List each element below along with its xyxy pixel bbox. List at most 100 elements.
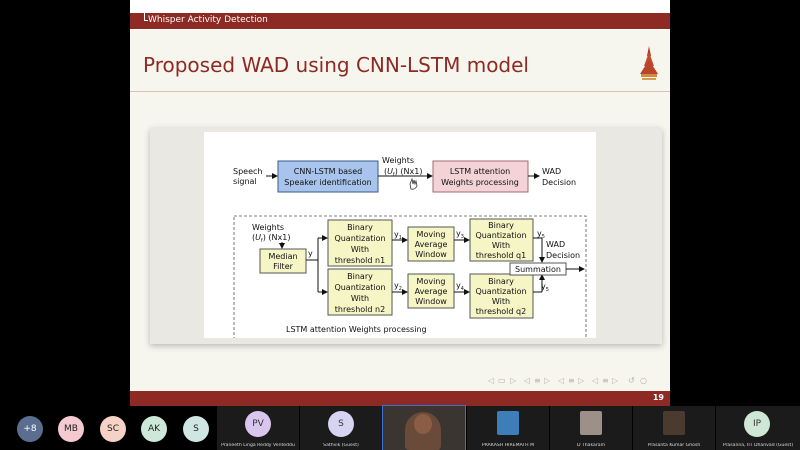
nav-doc-next-icon[interactable]: ▷ [612,376,619,385]
signal-y4-label: y4 [456,281,464,292]
title-divider [130,91,670,92]
maw1-line3: Window [415,250,447,259]
block-diagram-svg: Speech signal CNN-LSTM based Speaker ide… [233,156,587,338]
participant-tile-prasanta[interactable]: Prasanta Kumar Ghosh [633,406,715,450]
participant-avatar-ak[interactable]: AK [141,416,167,442]
participant-name: Sathvik (Guest) [323,443,359,448]
maw1-line2: Average [415,240,448,249]
participant-photo [497,411,519,435]
participant-photo [663,411,685,435]
maw2-line2: Average [415,287,448,296]
bq-q2-line1: Binary [488,277,514,286]
median-filter-label-2: Filter [273,262,294,271]
participant-tile-speaker-video[interactable] [382,405,466,450]
participant-name: PRAKASH HIREMATH M [481,443,535,448]
bq-n2-line3: With [351,294,369,303]
binary-quantization-n1-box [327,219,393,267]
institute-logo-icon [640,46,658,80]
nav-subsection-next-icon[interactable]: ▷ [544,376,551,385]
participant-name: Praneeth Linga Reddy Venteddu [221,443,295,448]
nav-doc-prev-icon[interactable]: ◁ [592,376,599,385]
nav-zoom-icon[interactable]: ○ [640,376,647,385]
bq-n1-line2: Quantization [334,234,385,243]
bq-n1-line1: Binary [347,223,373,232]
lstm-attention-label-2: Weights processing [441,178,519,187]
maw1-line1: Moving [417,230,446,239]
median-filter-label: Median [268,252,297,261]
participant-avatar-mb[interactable]: MB [58,416,84,442]
bq-q2-line4: threshold q2 [476,307,526,316]
nav-subsection-prev-icon[interactable]: ◁ [524,376,531,385]
participant-name: D Thakaram [576,443,606,448]
more-participants-button[interactable]: +8 [17,416,43,442]
participant-name: Prasanna, IIT Dhanvad (Guest) [722,443,794,448]
participant-tile-pv[interactable]: PV Praneeth Linga Reddy Venteddu [217,406,299,450]
nav-frame-box-icon[interactable]: ▭ [498,376,506,385]
speech-signal-label-2: signal [233,177,257,186]
signal-y3-label: y3 [456,229,464,240]
nav-section-icon[interactable]: ≡ [568,376,575,385]
nav-subsection-icon[interactable]: ≡ [534,376,541,385]
avatar: IP [744,411,770,437]
slide-navigation[interactable]: ◁ ▭ ▷ ◁ ≡ ▷ ◁ ≡ ▷ ◁ ≡ ▷ ↺ ○ [488,376,668,388]
signal-y1-label: y1 [394,230,402,241]
wad-decision-label-bottom: WAD [546,240,565,249]
bq-q1-line4: threshold q1 [476,251,526,260]
participant-tile-s[interactable]: S Sathvik (Guest) [300,406,382,450]
lstm-attention-label: LSTM attention [450,167,510,176]
participant-avatar-s[interactable]: S [183,416,209,442]
participant-tile-ip[interactable]: IP Prasanna, IIT Dhanvad (Guest) [716,406,800,450]
bq-n2-line4: threshold n2 [335,305,385,314]
nav-search-icon[interactable]: ↺ [628,376,635,385]
signal-y2-label: y2 [394,281,402,292]
participant-name: Prasanta Kumar Ghosh [647,443,701,448]
nav-section-prev-icon[interactable]: ◁ [558,376,565,385]
bq-q2-line3: With [492,297,510,306]
cnn-lstm-box [277,160,379,193]
median-filter-box [259,248,307,274]
nav-frame-prev-icon[interactable]: ◁ [488,376,495,385]
avatar: PV [245,411,271,437]
weights-label-top: Weights [382,156,414,165]
wad-decision-label-top: WAD [542,167,561,176]
cursor-hand-icon [409,177,418,190]
lstm-processing-caption: LSTM attention Weights processing [286,325,427,334]
nav-doc-icon[interactable]: ≡ [602,376,609,385]
participant-tile-prakash[interactable]: PRAKASH HIREMATH M [467,406,549,450]
slide-title: Proposed WAD using CNN-LSTM model [143,53,529,77]
signal-y-label: y [308,249,313,258]
shared-slide: Whisper Activity Detection Proposed WAD … [130,0,670,406]
bq-n2-line1: Binary [347,272,373,281]
cnn-lstm-label-2: Speaker identification [284,178,371,187]
participant-photo [580,411,602,435]
maw2-line3: Window [415,297,447,306]
speaker-face [414,414,432,434]
binary-quantization-q2-box [469,273,534,319]
bq-n1-line4: threshold n1 [335,256,385,265]
speech-signal-label: Speech [233,167,262,176]
binary-quantization-n2-box [327,268,393,316]
nav-frame-next-icon[interactable]: ▷ [510,376,517,385]
signal-y5-top-label: y5 [537,229,545,240]
page-number: 19 [652,393,664,402]
nav-section-next-icon[interactable]: ▷ [578,376,585,385]
wad-decision-label-bottom-2: Decision [546,251,580,260]
avatar: S [328,411,354,437]
slide-footer: 19 [130,391,670,406]
participant-tile-thakaram[interactable]: D Thakaram [550,406,632,450]
section-tick-icon [144,13,148,21]
section-title: Whisper Activity Detection [148,15,268,25]
weights-dim-bottom: (Uf) (Nx1) [252,233,290,244]
lstm-attention-box [432,160,529,193]
wad-decision-label-top-2: Decision [542,178,576,187]
bq-q1-line1: Binary [488,221,514,230]
bq-n1-line3: With [351,245,369,254]
lstm-processing-region [233,215,587,338]
maw2-line1: Moving [417,277,446,286]
section-bar: Whisper Activity Detection [130,13,670,29]
summation-label: Summation [515,265,561,274]
bq-n2-line2: Quantization [334,283,385,292]
moving-average-window-1-box [407,226,455,262]
participant-avatar-sc[interactable]: SC [100,416,126,442]
